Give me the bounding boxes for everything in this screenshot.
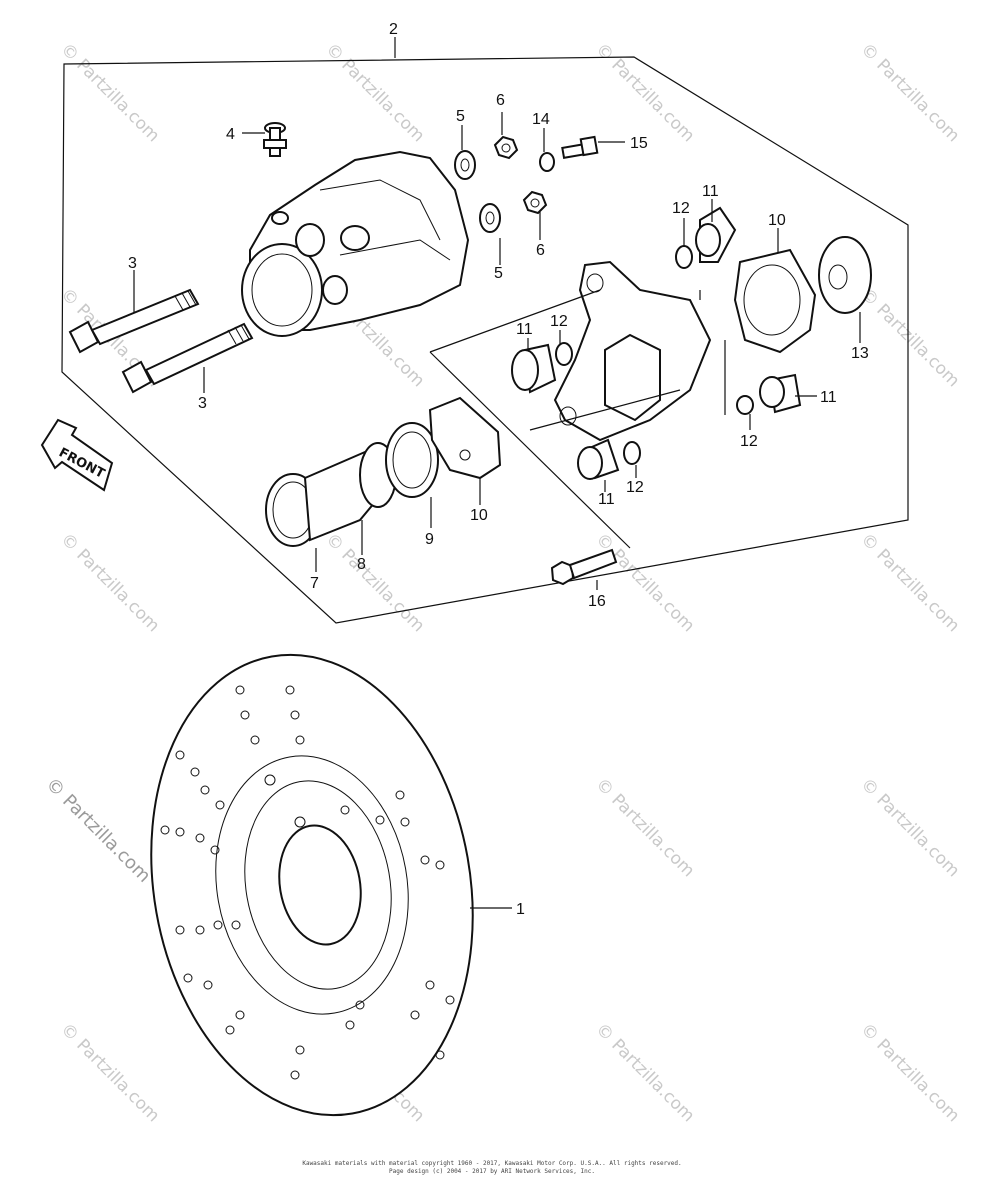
nut-upper	[493, 135, 519, 160]
watermark: © Partzilla.com	[591, 39, 698, 146]
watermark: © Partzilla.com	[56, 529, 163, 636]
washer-upper	[454, 150, 476, 180]
watermark: © Partzilla.com	[856, 529, 963, 636]
watermark-dark: © Partzilla.com	[41, 774, 154, 887]
callout-10: 10	[470, 507, 488, 524]
callout-6: 6	[496, 92, 505, 109]
watermark: © Partzilla.com	[56, 1019, 163, 1126]
bleeder-valve	[263, 122, 287, 157]
bushing-d	[577, 438, 620, 480]
callout-13: 13	[851, 345, 869, 362]
callout-16: 16	[588, 593, 606, 610]
callout-5: 5	[456, 108, 465, 125]
brake-disc	[150, 653, 474, 1117]
callout-3: 3	[198, 395, 207, 412]
callout-5: 5	[494, 265, 503, 282]
oring-b	[555, 342, 573, 366]
callout-7: 7	[310, 575, 319, 592]
callout-2: 2	[389, 21, 398, 38]
leader-lines	[133, 37, 861, 909]
bolt-16	[550, 548, 618, 586]
mounting-bolt-upper	[68, 288, 200, 354]
watermark: © Partzilla.com	[856, 39, 963, 146]
callout-labels: 1 2 3 3 4 5 5 6 6 7 8 9 10 10 11 11 11 1…	[128, 21, 869, 918]
callout-11: 11	[820, 389, 837, 406]
nut-lower	[522, 190, 548, 215]
seal-9	[385, 422, 439, 498]
callout-12: 12	[740, 433, 758, 450]
front-direction-arrow: FRONT	[40, 418, 114, 492]
screw-15	[561, 135, 599, 159]
dust-cover-13	[818, 236, 872, 314]
callout-10: 10	[768, 212, 786, 229]
washer-lower	[479, 203, 501, 233]
callout-8: 8	[357, 556, 366, 573]
caliper-bracket	[553, 260, 712, 442]
callout-9: 9	[425, 531, 434, 548]
callout-12: 12	[550, 313, 568, 330]
watermark: © Partzilla.com	[591, 529, 698, 636]
watermark: © Partzilla.com	[856, 284, 963, 391]
bushing-a	[695, 206, 737, 263]
callout-14: 14	[532, 111, 550, 128]
callout-15: 15	[630, 135, 648, 152]
footer: Kawasaki materials with material copyrig…	[302, 1160, 681, 1175]
mounting-bolt-lower	[121, 322, 254, 394]
watermark: © Partzilla.com	[321, 529, 428, 636]
watermark: © Partzilla.com	[856, 1019, 963, 1126]
watermark: © Partzilla.com	[856, 774, 963, 881]
watermark: © Partzilla.com	[56, 39, 163, 146]
watermark: © Partzilla.com	[591, 1019, 698, 1126]
callout-3: 3	[128, 255, 137, 272]
callout-11: 11	[516, 321, 533, 338]
oring-a	[675, 245, 693, 269]
callout-4: 4	[226, 126, 235, 143]
footer-copyright: Kawasaki materials with material copyrig…	[302, 1160, 681, 1167]
callout-1: 1	[516, 901, 525, 918]
bushing-b	[511, 343, 557, 394]
oring-d	[623, 441, 641, 465]
callout-11: 11	[702, 183, 719, 200]
callout-6: 6	[536, 242, 545, 259]
footer-page-design: Page design (c) 2004 - 2017 by ARI Netwo…	[389, 1168, 595, 1175]
watermark: © Partzilla.com	[321, 39, 428, 146]
bushing-c	[759, 373, 802, 414]
caliper-body	[241, 150, 470, 337]
oring-c	[736, 395, 754, 415]
callout-12: 12	[672, 200, 690, 217]
piston-8	[303, 442, 397, 542]
callout-12: 12	[626, 479, 644, 496]
cap-10	[733, 248, 817, 354]
disc-holes	[160, 685, 455, 1080]
brake-pad-10	[428, 396, 502, 480]
caliper-assembly-outline	[61, 56, 909, 624]
lock-washer	[539, 152, 555, 172]
watermark: © Partzilla.com	[591, 774, 698, 881]
callout-11: 11	[598, 491, 615, 508]
